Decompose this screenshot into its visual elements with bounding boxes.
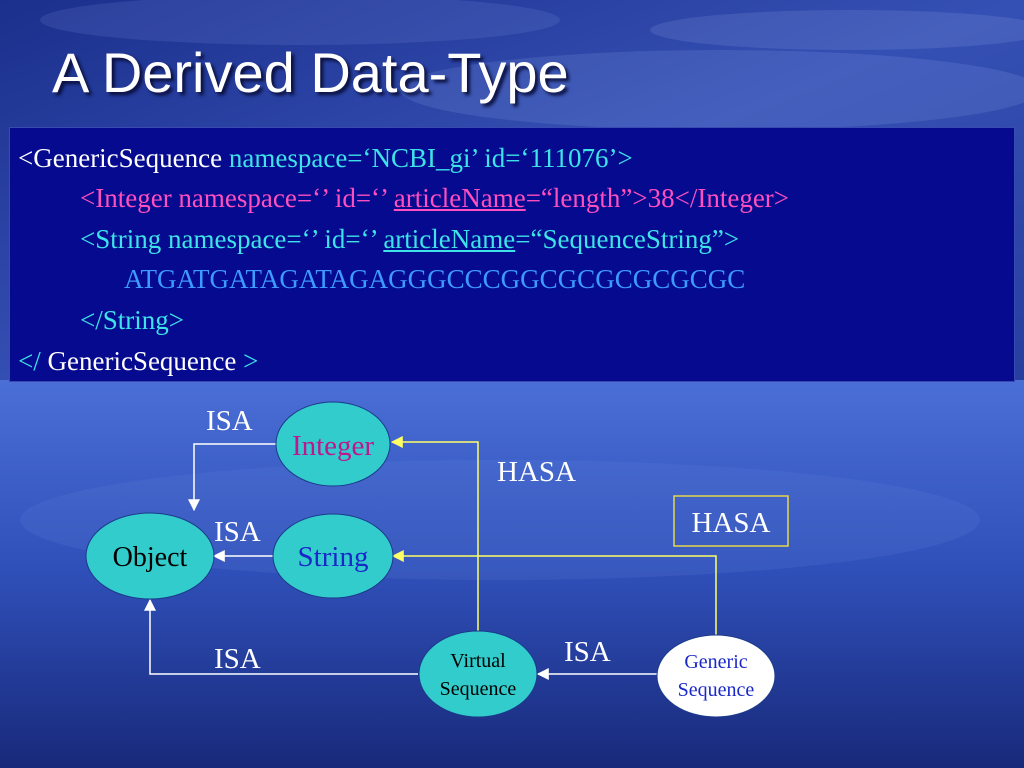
- slide-title: A Derived Data-Type: [52, 41, 569, 104]
- hasa-edge-virtual-integer: [390, 436, 479, 632]
- code-generic-close-open: </: [18, 346, 41, 376]
- code-string-pre: <String namespace=‘’ id=‘’: [80, 224, 384, 254]
- isa-edge-integer-object: [188, 443, 276, 512]
- label-hasa-legend: HASA: [692, 507, 771, 539]
- code-line-1: <GenericSequence namespace=‘NCBI_gi’ id=…: [18, 145, 633, 172]
- hasa-legend-box: [673, 495, 789, 547]
- code-integer-post: =“length”>38</Integer>: [525, 183, 790, 213]
- node-string: [272, 513, 394, 599]
- node-object: [85, 512, 215, 600]
- code-line-3: <String namespace=‘’ id=‘’ articleName=“…: [80, 226, 739, 253]
- code-line-6: </ GenericSequence >: [18, 348, 258, 375]
- code-generic-attrs: namespace=‘NCBI_gi’ id=‘111076’>: [222, 143, 633, 173]
- code-line-2: <Integer namespace=‘’ id=‘’ articleName=…: [80, 185, 789, 212]
- hasa-edge-generic-string: [391, 550, 717, 636]
- code-string-articlename: articleName: [383, 224, 516, 254]
- code-string-close-tag: </String>: [80, 305, 184, 335]
- code-integer-pre: <Integer namespace=‘’ id=‘’: [80, 183, 394, 213]
- node-virtual-label-2: Sequence: [440, 678, 517, 700]
- label-isa-string: ISA: [214, 516, 261, 548]
- node-object-label: Object: [113, 542, 188, 573]
- node-generic-label-1: Generic: [684, 651, 747, 673]
- node-generic-sequence: [656, 634, 776, 718]
- node-integer: [275, 401, 391, 487]
- node-virtual-label-1: Virtual: [450, 650, 506, 672]
- label-isa-virtual: ISA: [214, 643, 261, 675]
- label-isa-integer: ISA: [206, 405, 253, 437]
- code-generic-open-tag: <GenericSequence: [18, 143, 223, 173]
- code-generic-close-name: GenericSequence: [40, 346, 244, 376]
- code-box: <GenericSequence namespace=‘NCBI_gi’ id=…: [9, 127, 1015, 382]
- node-integer-label: Integer: [292, 430, 374, 462]
- label-hasa-top: HASA: [497, 456, 576, 488]
- isa-edge-virtual-object: [144, 598, 418, 675]
- code-sequence-string: ATGATGATAGATAGAGGGCCCGGCGCGCGCGCGC: [124, 264, 746, 294]
- code-integer-articlename: articleName: [393, 183, 526, 213]
- node-generic-label-2: Sequence: [678, 679, 755, 701]
- node-string-label: String: [298, 541, 369, 573]
- code-generic-close-end: >: [243, 346, 259, 376]
- code-string-post: =“SequenceString”>: [515, 224, 740, 254]
- label-isa-generic: ISA: [564, 636, 611, 668]
- node-virtual-sequence: [418, 630, 538, 718]
